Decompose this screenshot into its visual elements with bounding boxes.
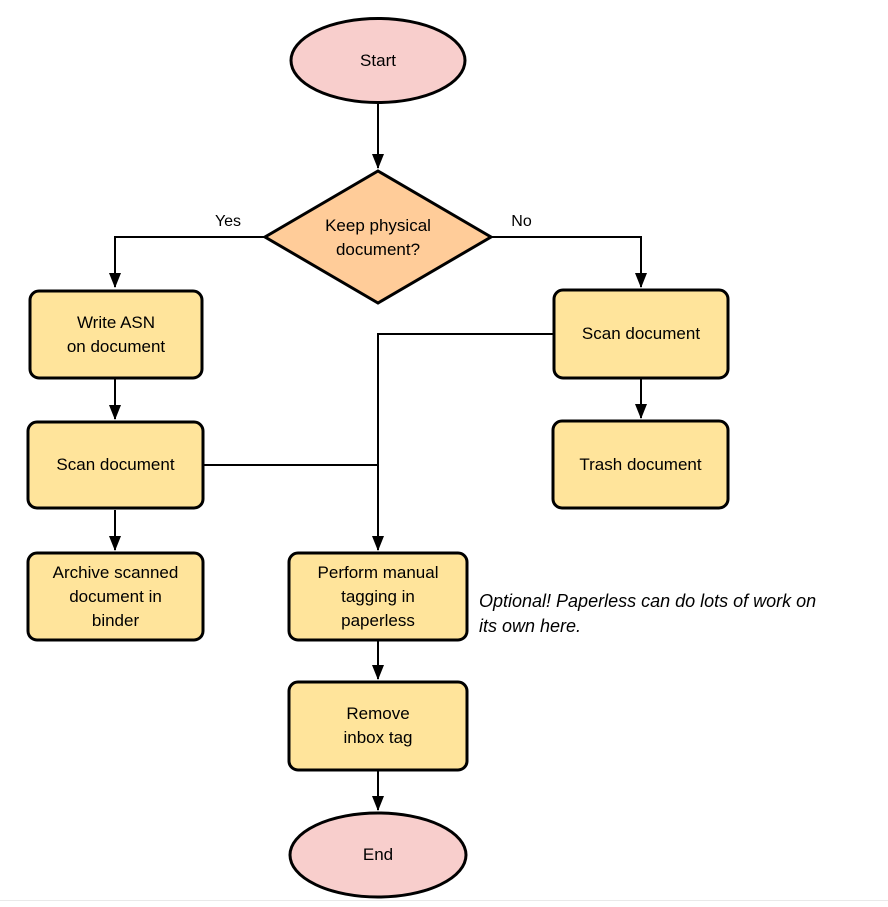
optional-note: Optional! Paperless can do lots of work … <box>479 591 817 636</box>
edge-decision-no-to-scan-right <box>490 236 647 288</box>
page-edge-divider <box>0 900 888 901</box>
start-terminator-shape <box>289 17 467 104</box>
scan-right-process-shape <box>552 288 730 380</box>
remove-inbox-process-shape <box>287 680 469 772</box>
end-terminator-shape <box>288 811 468 899</box>
archive-process-shape <box>26 551 205 642</box>
write-asn-process-shape <box>28 289 204 380</box>
perform-tagging-process-shape <box>287 551 469 642</box>
decision-diamond-shape <box>262 169 494 305</box>
edge-label-yes: Yes <box>214 213 242 230</box>
edge-scan-right-to-perform-tagging <box>372 333 554 551</box>
edge-decision-yes-to-write-asn <box>109 236 265 288</box>
edge-label-no: No <box>511 213 532 230</box>
scan-left-process-shape <box>26 420 205 510</box>
trash-process-shape <box>551 419 730 510</box>
